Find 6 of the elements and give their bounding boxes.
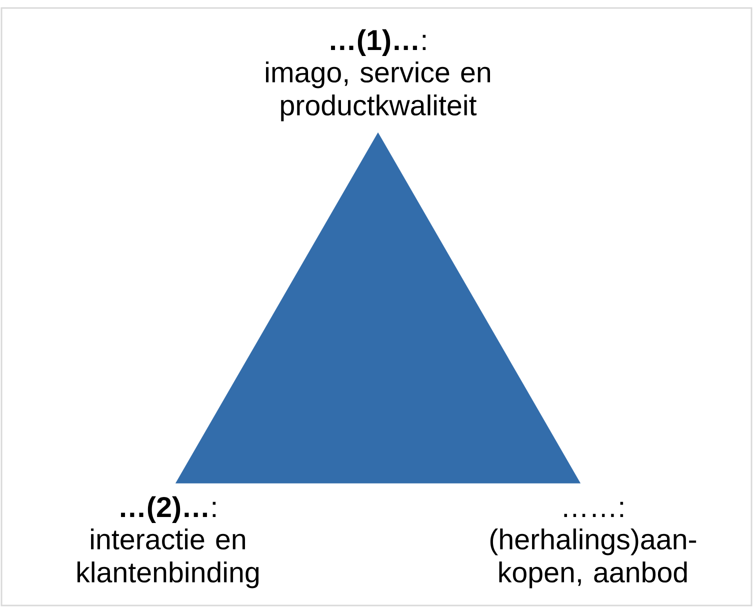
corner-heading: …(1)…: xyxy=(331,29,426,56)
corner-heading: …(2)…: xyxy=(121,496,216,523)
corner-text: imago, service en productkwaliteit xyxy=(266,62,490,122)
corner-text: interactie en klantenbinding xyxy=(77,528,259,588)
corner-heading: ……: xyxy=(564,502,624,517)
corner-text: (herhalings)aan- kopen, aanbod xyxy=(490,528,696,588)
